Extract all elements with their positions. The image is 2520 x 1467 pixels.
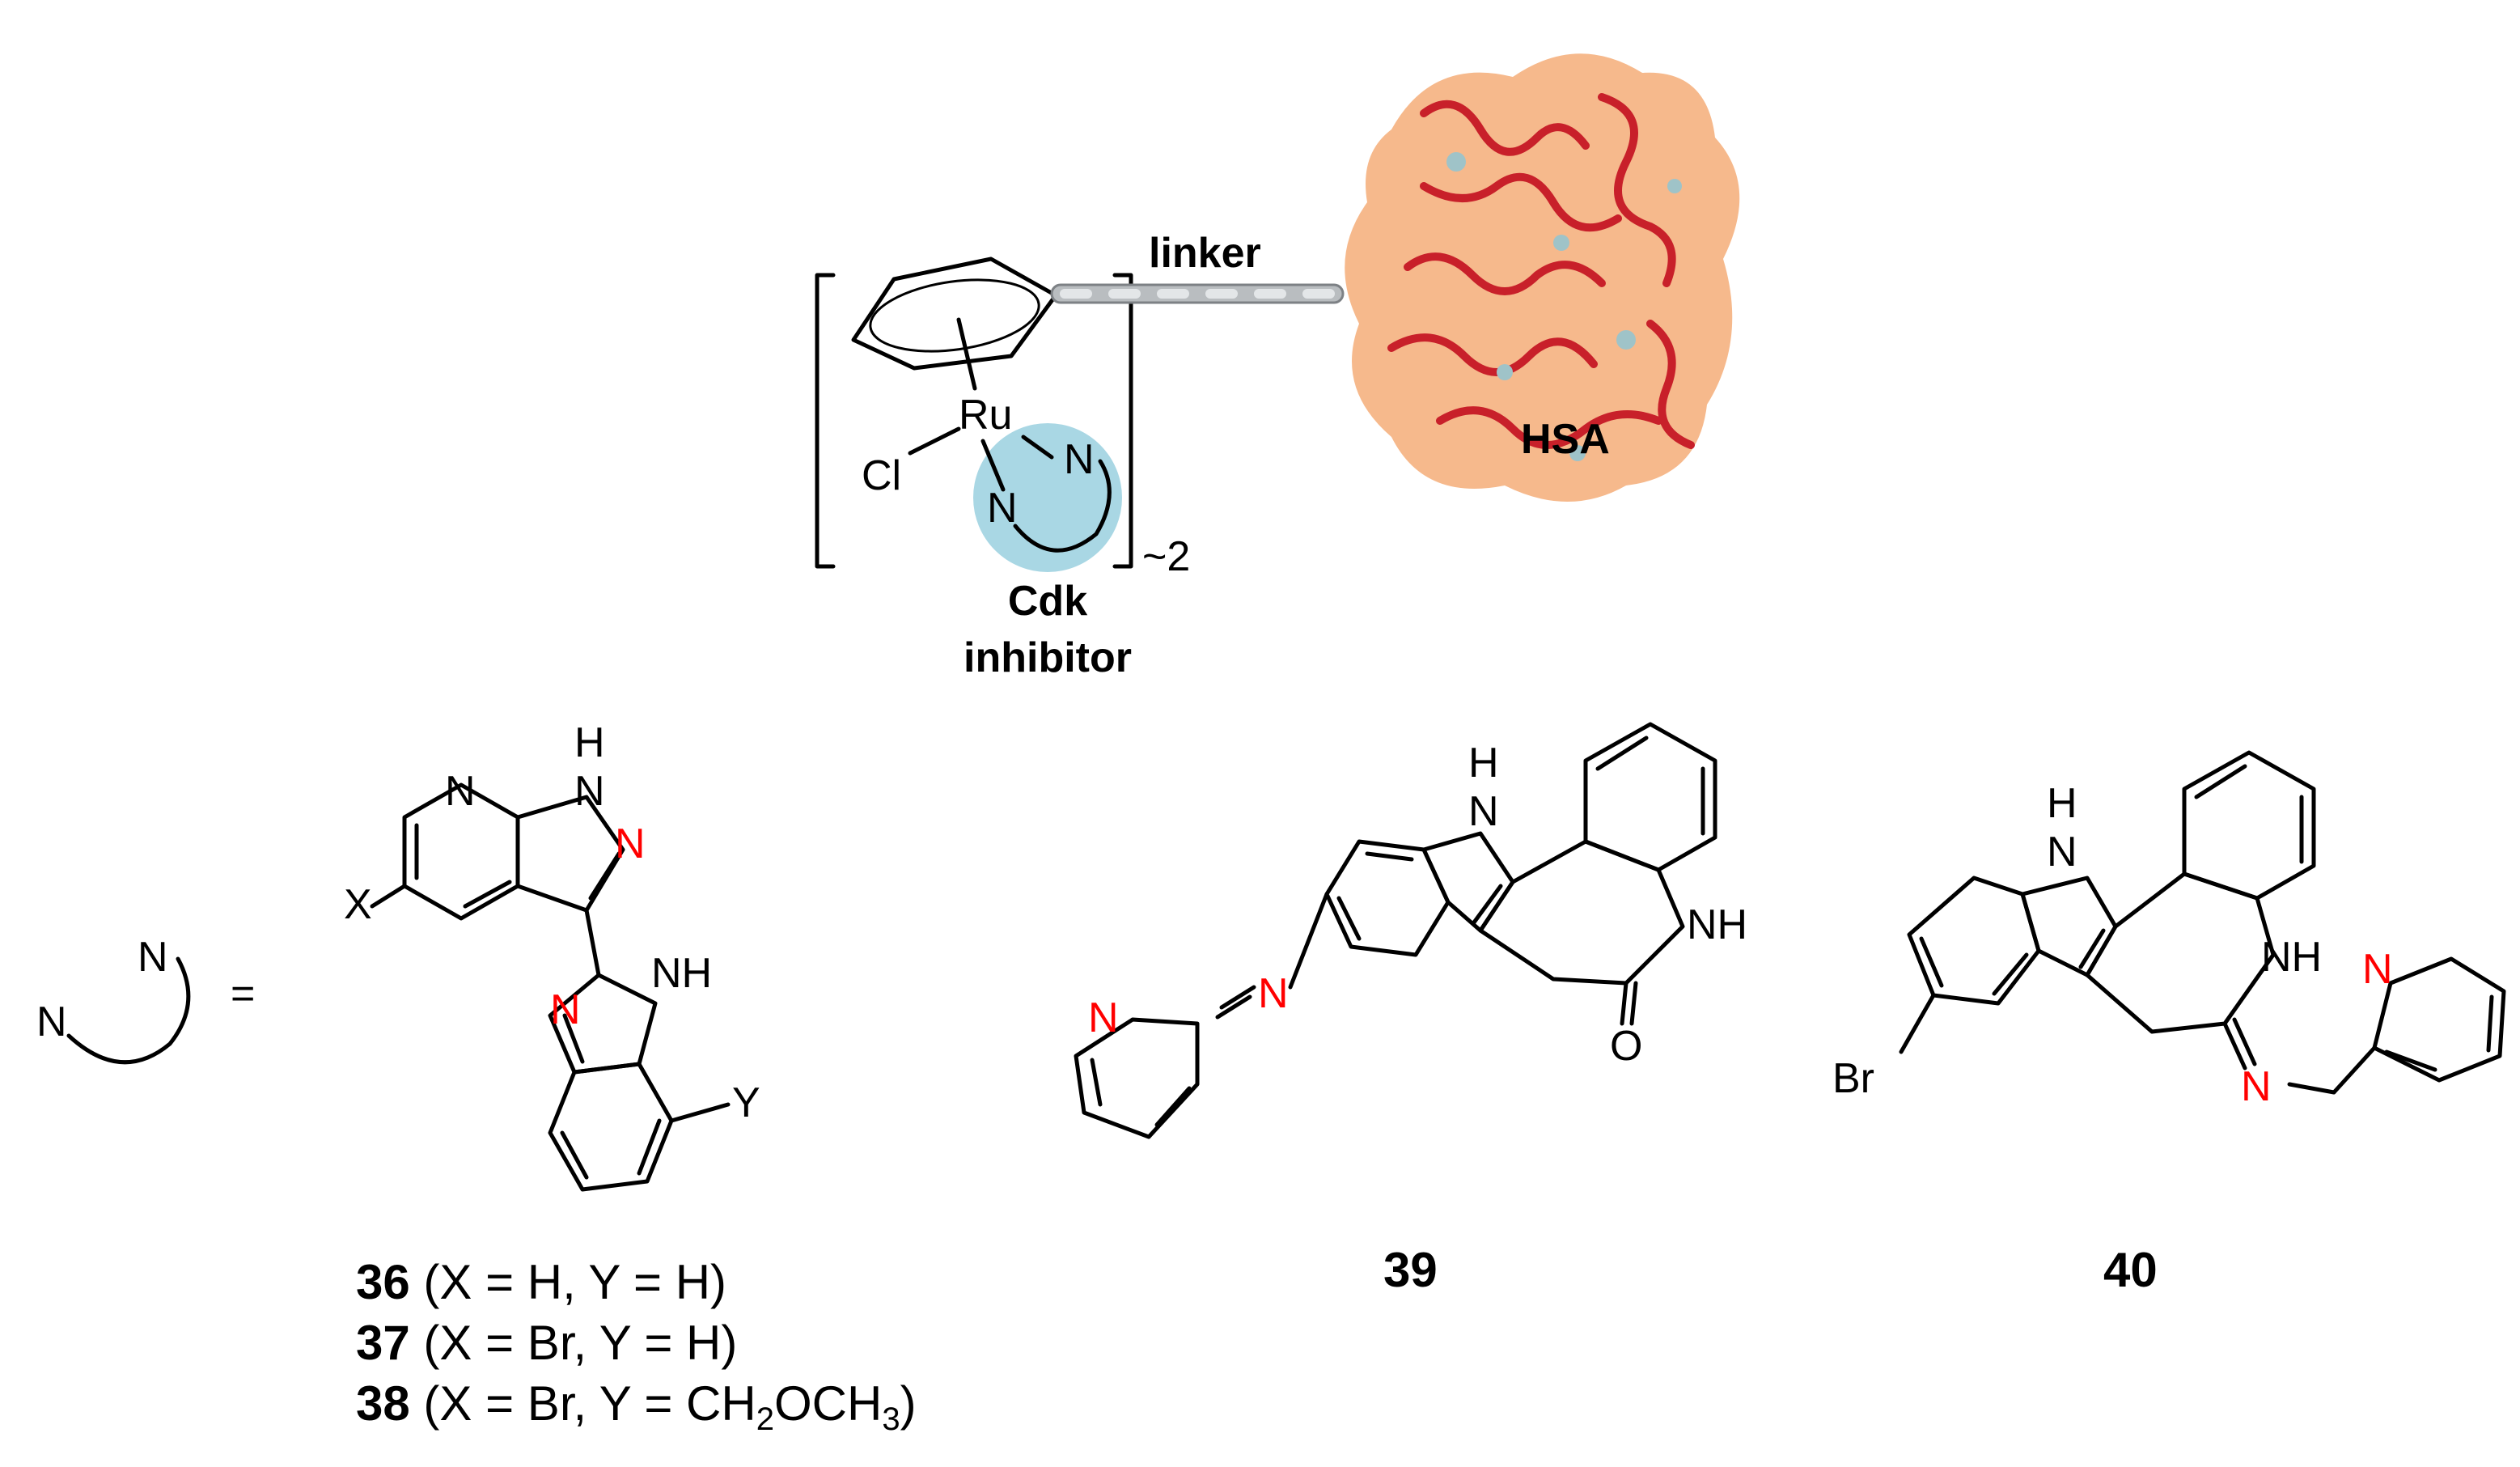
substituent-y: Y — [732, 1079, 760, 1126]
stoichiometry-label: ~2 — [1142, 533, 1190, 580]
hsa-protein: HSA — [1345, 53, 1740, 502]
c40-pyridine-n-red: N — [2362, 946, 2393, 993]
imidazole-nh: NH — [651, 950, 712, 997]
c40-amidine-nh: NH — [2261, 934, 2322, 981]
caption-37: 37 (X = Br, Y = H) — [356, 1316, 737, 1370]
arene-ring — [851, 257, 1058, 391]
caption-36: 36 (X = H, Y = H) — [356, 1255, 726, 1309]
left-bracket — [815, 273, 836, 569]
chloride-label: Cl — [862, 452, 901, 499]
legend-equals: = — [231, 970, 255, 1017]
pyrazole-n-red: N — [615, 820, 646, 867]
chelate-n-top: N — [1064, 436, 1095, 483]
c40-indole-h: H — [2047, 780, 2077, 827]
legend-arc — [66, 956, 191, 1065]
c39-carbonyl-o: O — [1610, 1023, 1642, 1070]
chelate-arc — [1013, 459, 1112, 553]
c40-indole-n: N — [2047, 829, 2077, 876]
substituent-x: X — [344, 881, 372, 928]
compound-39-structure: H N NH O N N 39 — [1074, 722, 1747, 1297]
c39-indole-n: N — [1468, 788, 1499, 835]
imidazole-n-red: N — [550, 986, 581, 1033]
legend-n-right: N — [138, 934, 168, 981]
pyrazole-h: H — [574, 719, 605, 766]
chelate-n-bottom: N — [987, 485, 1018, 532]
chain-linker — [1050, 283, 1345, 304]
right-bracket — [1112, 273, 1133, 569]
c39-indole-h: H — [1468, 740, 1499, 786]
inhibitor-disc — [973, 423, 1122, 572]
c39-amide-nh: NH — [1687, 901, 1747, 948]
chelate-legend: N N = — [36, 934, 255, 1065]
ru-complex-conjugate: ~2 Ru Cl N N Cdk inhibitor linker — [815, 53, 1740, 681]
pyrazole-nh: N — [574, 768, 605, 815]
ruthenium-label: Ru — [959, 392, 1012, 439]
linker-label: linker — [1149, 230, 1261, 277]
compound-40-structure: H N NH N N Br 40 — [1832, 750, 2506, 1297]
hsa-label: HSA — [1521, 416, 1610, 463]
c40-amidine-n-red: N — [2241, 1063, 2272, 1110]
inhibitor-label-line2: inhibitor — [964, 634, 1132, 681]
legend-n-left: N — [36, 998, 67, 1045]
c39-imine-n-red: N — [1258, 970, 1289, 1017]
caption-40: 40 — [2103, 1243, 2158, 1297]
caption-39: 39 — [1383, 1243, 1438, 1297]
compound-36-38-structure: N H N N X N NH Y 36 (X = H, Y = H) 37 (X… — [344, 719, 917, 1437]
inhibitor-label-line1: Cdk — [1008, 578, 1087, 625]
c39-pyridine-n-red: N — [1088, 994, 1119, 1041]
caption-38: 38 (X = Br, Y = CH2OCH3) — [356, 1376, 917, 1437]
pyridine-n: N — [445, 768, 476, 815]
c40-bromo: Br — [1832, 1055, 1874, 1102]
